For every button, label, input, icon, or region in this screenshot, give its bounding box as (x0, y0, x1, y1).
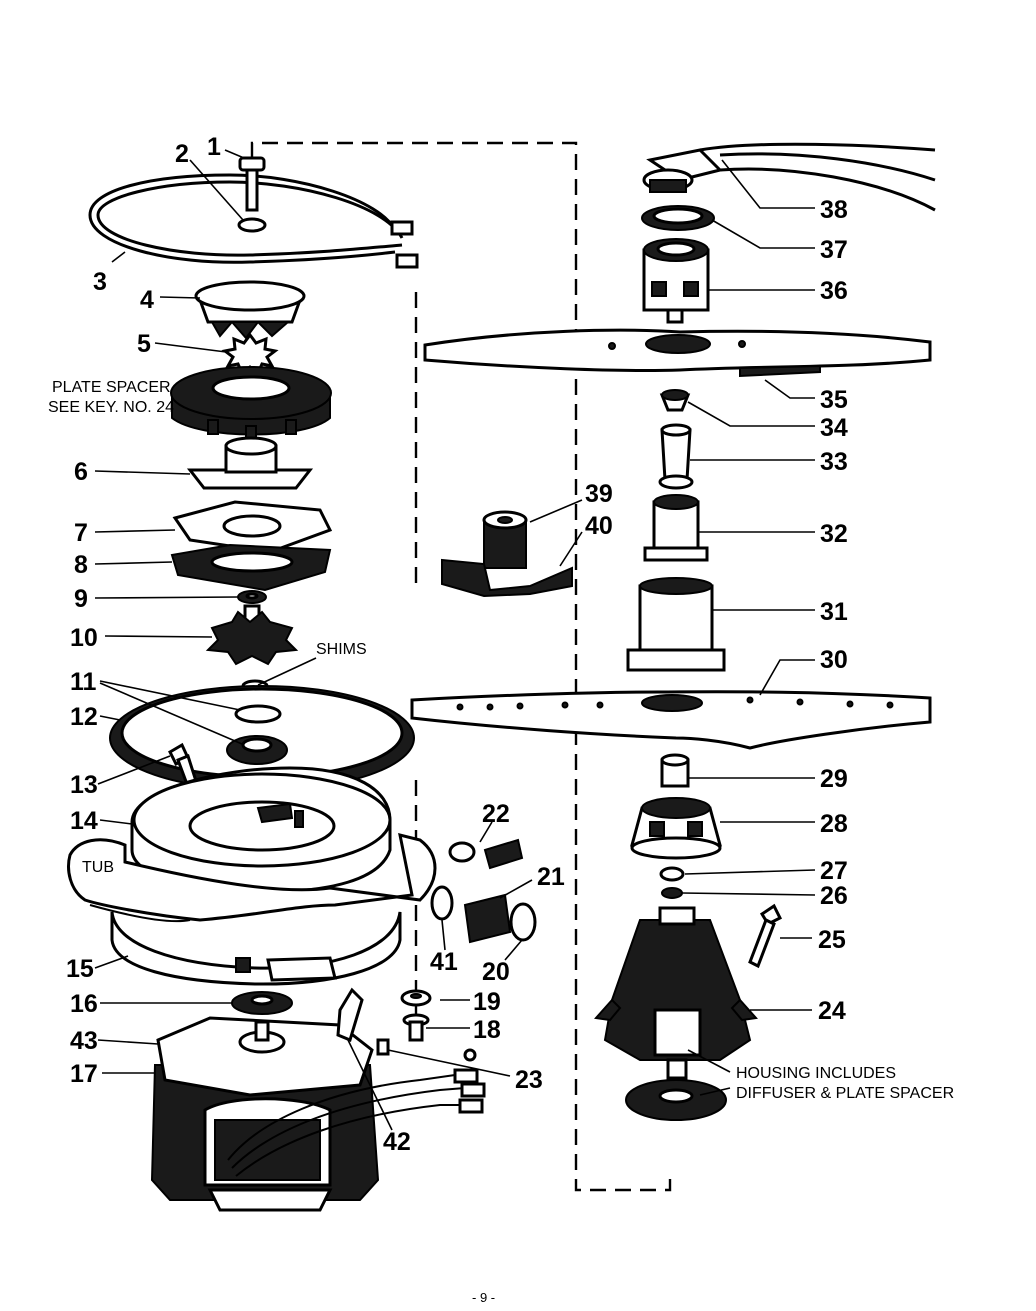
callout-38: 38 (820, 196, 848, 224)
callout-35: 35 (820, 386, 848, 414)
part-36-nut (642, 238, 710, 324)
part-32-sleeve (643, 494, 709, 562)
part-19-grommet (400, 989, 432, 1007)
callout-21: 21 (537, 863, 565, 891)
part-43-mount-plate (156, 1016, 374, 1097)
part-18-plug (402, 1013, 430, 1042)
plate-spacer-note-line2: SEE KEY. NO. 24 (48, 399, 174, 416)
callout-15: 15 (66, 955, 94, 983)
part-15-lower-ring (110, 911, 402, 986)
tub-label: TUB (82, 859, 114, 876)
callout-39: 39 (585, 480, 613, 508)
diffuser (625, 1079, 727, 1121)
callout-20: 20 (482, 958, 510, 986)
part-27-washer (659, 866, 685, 882)
callout-33: 33 (820, 448, 848, 476)
callout-41: 41 (430, 948, 458, 976)
part-10-impeller (205, 604, 299, 666)
part-41-clamp (430, 885, 454, 921)
callout-4: 4 (140, 286, 154, 314)
callout-34: 34 (820, 414, 848, 442)
part-7-plate (172, 500, 333, 554)
part-4-cap (194, 280, 306, 340)
part-20-clamp (509, 902, 537, 942)
part-39-bushing (482, 510, 528, 569)
spray-arm-holes (456, 696, 894, 711)
callout-40: 40 (585, 512, 613, 540)
callout-25: 25 (818, 926, 846, 954)
callout-42: 42 (383, 1128, 411, 1156)
part-31-tower (626, 577, 726, 672)
callout-2: 2 (175, 140, 189, 168)
housing-note-line1: HOUSING INCLUDES (736, 1065, 896, 1082)
part-9-washer (237, 590, 267, 604)
part-33-tube (658, 423, 694, 490)
tub-section (67, 832, 437, 923)
callout-14: 14 (70, 807, 98, 835)
part-21-hose (463, 893, 512, 944)
callout-30: 30 (820, 646, 848, 674)
part-6-hub (186, 436, 314, 490)
part-24-pump-housing (594, 906, 758, 1080)
part-26-washer (661, 887, 683, 899)
callout-19: 19 (473, 988, 501, 1016)
leader-lines (94, 149, 816, 1131)
callout-6: 6 (74, 458, 88, 486)
callout-3: 3 (93, 268, 107, 296)
part-38-elbow-hose (642, 142, 936, 212)
callout-43: 43 (70, 1027, 98, 1055)
part-42-bracket (336, 987, 364, 1043)
motor-wires (227, 1048, 486, 1177)
callout-26: 26 (820, 882, 848, 910)
part-35-upper-spray-arm (423, 328, 932, 378)
part-22-hose-clamp (448, 838, 524, 870)
part-3-tube (88, 173, 419, 269)
part-8-gasket (170, 543, 332, 592)
callout-16: 16 (70, 990, 98, 1018)
callout-13: 13 (70, 771, 98, 799)
callout-29: 29 (820, 765, 848, 793)
callout-8: 8 (74, 551, 88, 579)
callout-23: 23 (515, 1066, 543, 1094)
part-25-bolt (748, 903, 783, 969)
page-number: - 9 - (472, 1290, 495, 1305)
shims-label: SHIMS (316, 641, 367, 658)
callout-24: 24 (818, 997, 846, 1025)
callout-5: 5 (137, 330, 151, 358)
part-1-screw (238, 156, 266, 212)
plate-spacer-ring (170, 366, 332, 441)
callout-28: 28 (820, 810, 848, 838)
plate-spacer-note-line1: PLATE SPACER (52, 379, 171, 396)
callout-31: 31 (820, 598, 848, 626)
callout-10: 10 (70, 624, 98, 652)
part-37-ring (641, 205, 715, 231)
callout-36: 36 (820, 277, 848, 305)
callout-32: 32 (820, 520, 848, 548)
part-28-filter-housing (630, 797, 722, 860)
callout-22: 22 (482, 800, 510, 828)
callout-12: 12 (70, 703, 98, 731)
callout-17: 17 (70, 1060, 98, 1088)
callout-37: 37 (820, 236, 848, 264)
part-29-bushing (660, 753, 690, 788)
callout-11: 11 (70, 668, 97, 696)
part-30-lower-spray-arm (410, 690, 932, 750)
callout-numbers: 1 2 3 4 5 6 7 8 9 10 11 12 13 14 15 16 4… (66, 133, 848, 1156)
callout-27: 27 (820, 857, 848, 885)
alignment-lines (250, 141, 672, 1192)
callout-18: 18 (473, 1016, 501, 1044)
text-notes: PLATE SPACER SEE KEY. NO. 24 SHIMS TUB H… (48, 379, 954, 1305)
part-34-cone (659, 389, 691, 412)
part-2-washer (237, 217, 267, 233)
part-40-seal-strip (441, 558, 573, 598)
housing-note-line2: DIFFUSER & PLATE SPACER (736, 1085, 954, 1102)
part-16-seal (231, 991, 293, 1015)
callout-1: 1 (207, 133, 221, 161)
callout-9: 9 (74, 585, 88, 613)
part-23-screw (376, 1038, 390, 1056)
callout-7: 7 (74, 519, 88, 547)
